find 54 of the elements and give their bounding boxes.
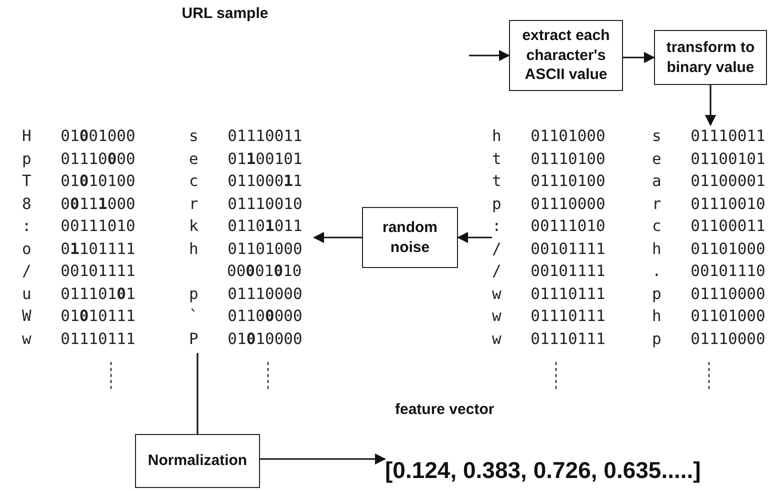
- character-binary-row-text: 8 00111000: [22, 194, 136, 214]
- character-binary-row-text: k 01101011: [189, 216, 302, 237]
- character-binary-row-text: p 01110000: [22, 148, 136, 170]
- feature-vector-text: [0.124, 0.383, 0.726, 0.635.....]: [385, 457, 701, 484]
- process-box: transform to binary value: [654, 30, 767, 85]
- character-binary-row-text: w 01110111: [492, 328, 606, 350]
- character-binary-row-text: a 01100001: [652, 171, 766, 192]
- character-binary-row-text: : 00111010: [22, 216, 136, 237]
- arrow: [469, 50, 510, 62]
- character-binary-row-text: H 01001000: [22, 126, 136, 147]
- process-box: Normalization: [135, 434, 260, 488]
- character-binary-row-text: e 01100101: [189, 148, 302, 170]
- character-binary-row-text: o 01101111: [22, 238, 136, 260]
- process-box: extract each character's ASCII value: [509, 20, 623, 91]
- character-binary-row-text: T 01010100: [22, 171, 136, 192]
- arrow: [312, 232, 362, 244]
- character-binary-row-text: ` 01100000: [189, 306, 302, 327]
- vector-heading: feature vector: [395, 401, 494, 418]
- character-binary-row-text: h 01101000: [492, 126, 606, 147]
- character-binary-row-text: w 01110111: [492, 306, 606, 327]
- character-binary-row-text: s 01110011: [189, 126, 302, 147]
- character-binary-row-text: w 01110111: [492, 284, 606, 304]
- character-binary-row-text: h 01101000: [652, 238, 766, 260]
- character-binary-row-text: 00001010: [226, 261, 302, 282]
- character-binary-row-text: . 00101110: [652, 261, 766, 282]
- character-binary-row-text: s 01110011: [652, 126, 766, 147]
- character-binary-row-text: p 01110000: [652, 328, 766, 350]
- character-binary-row-text: / 00101111: [492, 261, 606, 282]
- connector-line: [196, 353, 198, 434]
- character-binary-row-text: / 00101111: [22, 261, 136, 282]
- character-binary-row-text: p 01110000: [189, 284, 302, 304]
- arrow: [623, 52, 656, 64]
- character-binary-row-text: u 01110101: [22, 284, 136, 304]
- process-box: random noise: [362, 207, 458, 268]
- character-binary-row-text: h 01101000: [189, 238, 302, 260]
- arrow: [456, 232, 492, 244]
- character-binary-row-text: : 00111010: [492, 216, 606, 237]
- character-binary-row-text: t 01110100: [492, 171, 606, 192]
- character-binary-row-text: t 01110100: [492, 148, 606, 170]
- character-binary-row-text: r 01110010: [189, 194, 302, 214]
- character-binary-row-text: W 01010111: [22, 306, 136, 327]
- character-binary-row-text: / 00101111: [492, 238, 606, 260]
- character-binary-row-text: r 01110010: [652, 194, 766, 214]
- character-binary-row-text: h 01101000: [652, 306, 766, 327]
- character-binary-row-text: w 01110111: [22, 328, 136, 350]
- arrow: [704, 85, 716, 126]
- section-heading: URL sample: [180, 5, 270, 22]
- character-binary-row-text: e 01100101: [652, 148, 766, 170]
- character-binary-row-text: P 01010000: [189, 328, 302, 350]
- character-binary-row-text: p 01110000: [492, 194, 606, 214]
- character-binary-row-text: c 01100011: [189, 171, 302, 192]
- arrow: [260, 453, 386, 465]
- character-binary-row-text: c 01100011: [652, 216, 766, 237]
- character-binary-row-text: p 01110000: [652, 284, 766, 304]
